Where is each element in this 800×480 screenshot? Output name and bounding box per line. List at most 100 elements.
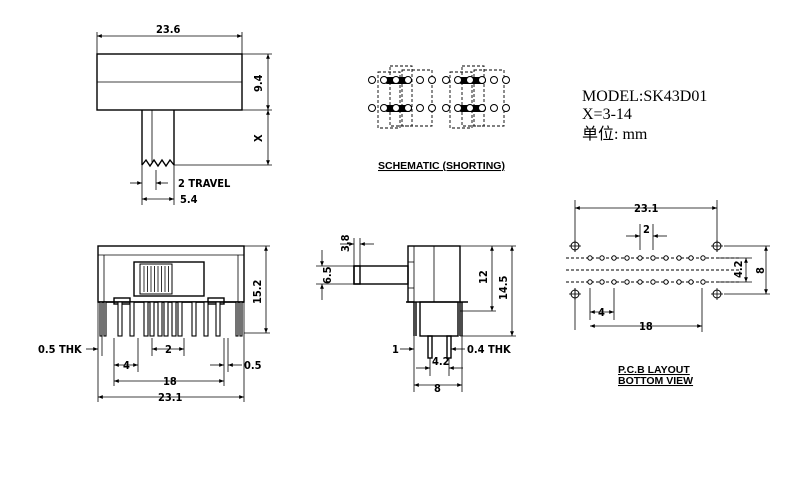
dim-travel: 2 TRAVEL — [178, 177, 231, 190]
schematic-caption: SCHEMATIC (SHORTING) — [378, 160, 505, 172]
terminal-circle — [454, 76, 462, 84]
pcb-hole — [688, 279, 694, 285]
pin — [191, 301, 197, 337]
x-range-line: X=3-14 — [582, 106, 632, 123]
dim-front-pitch-4: 4 — [123, 359, 130, 372]
unit-line: 单位: mm — [582, 125, 648, 143]
pcb-dim-8: 8 — [754, 267, 767, 274]
dim-side-4-2: 4.2 — [432, 355, 450, 368]
pcb-hole — [676, 255, 682, 261]
pcb-hole — [599, 255, 605, 261]
pcb-hole — [624, 279, 630, 285]
dash-box — [401, 69, 433, 127]
dash-box — [377, 71, 401, 129]
dim-front-right: 0.5 — [244, 359, 262, 372]
dim-thk-left: 0.5 THK — [38, 343, 82, 356]
schematic-pole-left — [377, 65, 433, 129]
dim-offset: 5.4 — [180, 193, 198, 206]
terminal-circle — [490, 104, 498, 112]
terminal-circle — [478, 104, 486, 112]
dash-box — [389, 65, 413, 127]
knob-cap — [353, 265, 361, 285]
pcb-hole — [663, 279, 669, 285]
terminal-circle — [380, 76, 388, 84]
pin — [239, 301, 243, 337]
pin — [143, 301, 149, 337]
dim-top-x: X — [252, 134, 265, 142]
pin — [177, 301, 183, 337]
top-view-break-line — [141, 158, 175, 168]
terminal-circle — [428, 76, 436, 84]
terminal-circle — [502, 104, 510, 112]
pin — [163, 301, 169, 337]
model-info: MODEL:SK43D01 X=3-14 单位: mm — [582, 88, 707, 143]
pcb-dim-width: 23.1 — [634, 202, 659, 215]
pcb-hole — [599, 279, 605, 285]
schematic: SCHEMATIC (SHORTING) — [368, 65, 510, 172]
pcb-dim-pitch-4: 4 — [598, 306, 605, 319]
pcb-hole — [663, 255, 669, 261]
pcb-hole — [587, 255, 593, 261]
pin — [171, 301, 177, 337]
terminal-circle — [392, 104, 400, 112]
pcb-hole — [611, 255, 617, 261]
pcb-hole — [700, 255, 706, 261]
dim-knob-3-8: 3.8 — [339, 234, 352, 252]
dash-box — [449, 71, 473, 129]
terminal-circle — [466, 104, 474, 112]
lower-housing — [419, 301, 459, 337]
pcb-hole — [650, 279, 656, 285]
pin — [129, 301, 135, 337]
pin — [215, 301, 221, 337]
terminal-circle — [478, 76, 486, 84]
side-view-knob — [353, 265, 409, 285]
dim-front-pitch-2: 2 — [165, 343, 172, 356]
pcb-hole — [624, 255, 630, 261]
terminal-circle — [442, 104, 450, 112]
dim-front-height: 15.2 — [251, 279, 264, 304]
pcb-hole — [637, 279, 643, 285]
terminal-circle — [490, 76, 498, 84]
pcb-hole — [700, 279, 706, 285]
pcb-hole — [650, 255, 656, 261]
mounting-hole — [711, 288, 723, 300]
dim-top-height: 9.4 — [252, 74, 265, 92]
pin — [103, 301, 107, 337]
terminal-circle — [454, 104, 462, 112]
dim-knob-6-5: 6.5 — [321, 266, 334, 284]
top-view: 23.6 9.4 X 2 TRAVEL 5.4 — [96, 23, 272, 206]
pcb-dim-4-2: 4.2 — [732, 260, 745, 278]
terminal-circle — [404, 76, 412, 84]
terminal-circle — [466, 76, 474, 84]
slider-window — [133, 261, 205, 297]
front-view: 15.2 0.5 THK 2 4 0.5 18 23.1 — [38, 245, 270, 404]
dim-side-14-5: 14.5 — [497, 275, 510, 300]
side-view: 3.8 6.5 12 14.5 1 0.4 THK 4.2 8 — [316, 234, 516, 395]
dash-box — [461, 65, 485, 127]
dim-front-span: 18 — [163, 375, 177, 388]
front-view-pins — [99, 301, 243, 337]
dim-side-8: 8 — [434, 382, 441, 395]
dim-front-width: 23.1 — [158, 391, 183, 404]
pcb-hole — [676, 279, 682, 285]
pcb-caption-1: P.C.B LAYOUT — [618, 364, 690, 376]
dash-box — [473, 69, 505, 127]
slider-knob — [139, 263, 173, 295]
terminal-circle — [502, 76, 510, 84]
dim-side-12: 12 — [477, 270, 490, 284]
pcb-dim-pitch-2: 2 — [643, 223, 650, 236]
pin — [157, 301, 163, 337]
pin — [235, 301, 239, 337]
dim-side-thk: 0.4 THK — [467, 343, 511, 356]
terminal-circle — [442, 76, 450, 84]
terminal-circle — [428, 104, 436, 112]
terminal-circle — [416, 76, 424, 84]
dim-side-pin-1: 1 — [392, 343, 399, 356]
pin — [117, 301, 123, 337]
pin — [203, 301, 209, 337]
pcb-hole — [688, 255, 694, 261]
pcb-hole — [611, 279, 617, 285]
terminal-circle — [380, 104, 388, 112]
model-line: MODEL:SK43D01 — [582, 88, 707, 105]
